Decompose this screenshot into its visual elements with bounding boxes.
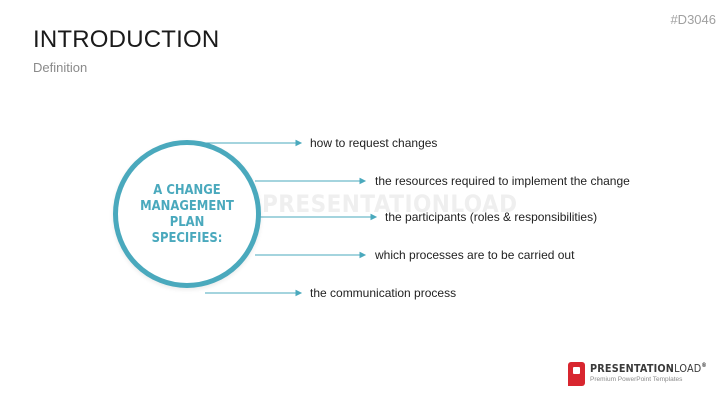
list-item-4: which processes are to be carried out (375, 248, 575, 262)
logo-registered: ® (701, 362, 707, 369)
arrowhead-1 (295, 139, 303, 147)
page-subtitle: Definition (33, 60, 88, 75)
logo-text: PRESENTATIONLOAD® Premium PowerPoint Tem… (590, 362, 723, 383)
center-circle: A CHANGE MANAGEMENT PLAN SPECIFIES: (113, 140, 261, 288)
logo-icon (568, 362, 585, 386)
watermark: PRESENTATIONLOAD (262, 190, 518, 218)
arrowhead-3 (370, 213, 378, 221)
slide-code: #D3046 (670, 12, 716, 27)
logo-tagline: Premium PowerPoint Templates (590, 376, 683, 383)
list-item-1: how to request changes (310, 136, 438, 150)
presentationload-logo: PRESENTATIONLOAD® Premium PowerPoint Tem… (568, 362, 723, 386)
circle-heading: A CHANGE MANAGEMENT PLAN SPECIFIES: (140, 182, 234, 246)
page-title: INTRODUCTION (33, 26, 220, 53)
logo-name: PRESENTATIONLOAD® (590, 362, 707, 375)
list-item-3: the participants (roles & responsibiliti… (385, 210, 598, 224)
logo-name-bold: PRESENTATION (590, 362, 675, 375)
arrowhead-4 (359, 251, 367, 259)
arrowhead-2 (359, 177, 367, 185)
arrowhead-5 (295, 289, 303, 297)
logo-name-light: LOAD (674, 362, 702, 375)
list-item-2: the resources required to implement the … (375, 174, 630, 188)
list-item-5: the communication process (310, 286, 457, 300)
